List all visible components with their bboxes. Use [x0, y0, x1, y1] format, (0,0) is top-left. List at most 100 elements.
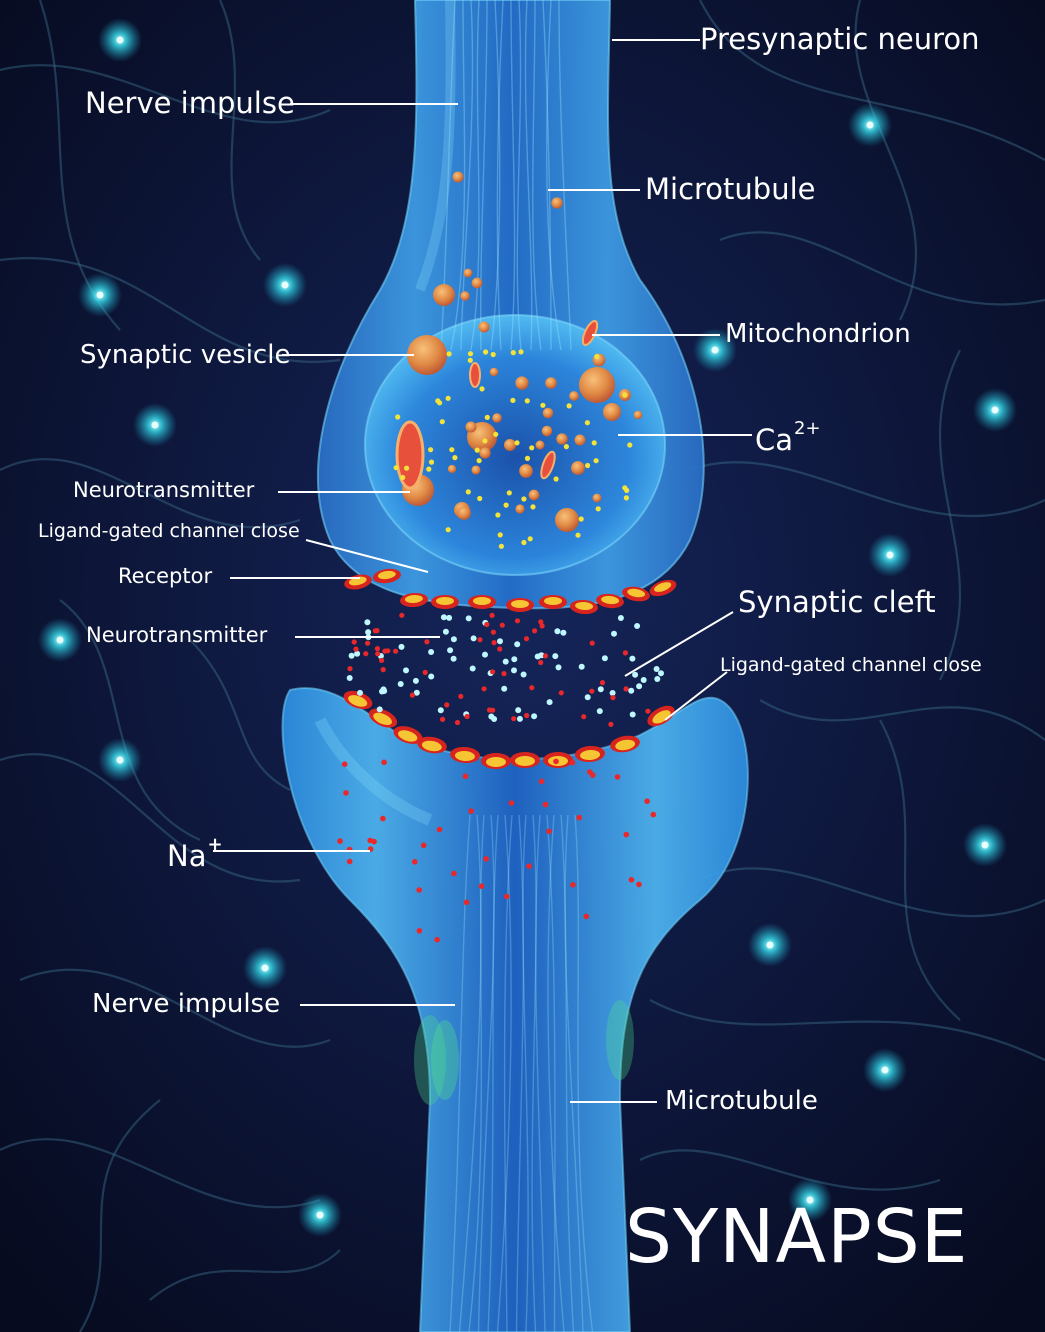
- calcium-ion: [485, 415, 490, 420]
- neurotransmitter-particle: [503, 659, 509, 665]
- ion-particle: [524, 713, 529, 718]
- neurotransmitter-particle: [443, 629, 449, 635]
- label-neurotransmitter-vesicle: Neurotransmitter: [73, 480, 254, 501]
- calcium-ion: [435, 398, 440, 403]
- synaptic-vesicle-small: [575, 435, 586, 446]
- synaptic-vesicle-small: [571, 461, 585, 475]
- calcium-ion: [579, 516, 584, 521]
- synaptic-vesicle-small: [457, 506, 471, 520]
- receptor: [506, 598, 534, 612]
- neurotransmitter-particle: [636, 683, 642, 689]
- ion-particle: [424, 639, 429, 644]
- ion-particle: [375, 651, 380, 656]
- neurotransmitter-particle: [364, 619, 370, 625]
- neurotransmitter-particle: [413, 678, 419, 684]
- label-na-ion: Na+: [167, 836, 223, 871]
- calcium-ion: [575, 533, 580, 538]
- ion-particle: [379, 658, 384, 663]
- sodium-ion: [416, 887, 422, 893]
- neurotransmitter-particle: [597, 708, 603, 714]
- receptor-core: [515, 756, 535, 766]
- calcium-ion: [622, 485, 627, 490]
- ion-particle: [381, 667, 386, 672]
- ion-particle: [444, 702, 449, 707]
- neurotransmitter-particle: [438, 707, 444, 713]
- ion-particle: [623, 650, 628, 655]
- neurotransmitter-particle: [428, 649, 434, 655]
- label-nerve-impulse-bottom: Nerve impulse: [92, 991, 280, 1017]
- sodium-ion: [584, 914, 590, 920]
- receptor-core: [544, 597, 562, 605]
- glow-node-core: [282, 282, 289, 289]
- neurotransmitter-particle: [349, 653, 355, 659]
- receptor: [431, 595, 459, 609]
- receptor-core: [473, 597, 491, 605]
- ion-particle: [423, 670, 428, 675]
- sodium-ion: [629, 877, 635, 883]
- sodium-ion: [539, 779, 545, 785]
- neurotransmitter-particle: [554, 628, 560, 634]
- ca-charge: 2+: [794, 418, 821, 439]
- calcium-ion: [477, 458, 482, 463]
- calcium-ion: [446, 527, 451, 532]
- neurotransmitter-particle: [634, 623, 640, 629]
- calcium-ion: [475, 448, 480, 453]
- ion-particle: [373, 628, 378, 633]
- receptor: [510, 752, 540, 768]
- sodium-ion: [644, 798, 650, 804]
- neurotransmitter-particle: [531, 713, 537, 719]
- synaptic-vesicle-small: [472, 278, 483, 289]
- ion-particle: [532, 628, 537, 633]
- neurotransmitter-particle: [654, 676, 660, 682]
- glow-node-core: [317, 1212, 324, 1219]
- synaptic-vesicle-small: [448, 465, 456, 473]
- neurotransmitter-particle: [377, 706, 383, 712]
- glow-node-core: [867, 122, 874, 129]
- sodium-ion: [504, 894, 510, 900]
- label-ligand-gated-left: Ligand-gated channel close: [38, 522, 300, 541]
- glow-node-core: [57, 637, 64, 644]
- synaptic-vesicle-small: [460, 291, 469, 300]
- calcium-ion: [528, 536, 533, 541]
- ion-particle: [484, 622, 489, 627]
- calcium-ion: [525, 456, 530, 461]
- ion-particle: [524, 636, 529, 641]
- synaptic-vesicle-small: [542, 426, 553, 437]
- calcium-ion: [624, 495, 629, 500]
- neurotransmitter-particle: [491, 716, 497, 722]
- neurotransmitter-particle: [471, 635, 477, 641]
- glow-node-core: [712, 347, 719, 354]
- sodium-ion: [553, 759, 559, 765]
- receptor-core: [486, 757, 506, 767]
- ion-particle: [490, 708, 495, 713]
- ion-particle: [440, 717, 445, 722]
- ion-particle: [352, 639, 357, 644]
- neurotransmitter-particle: [654, 666, 660, 672]
- ion-particle: [589, 689, 594, 694]
- sodium-ion: [543, 802, 549, 808]
- ion-particle: [600, 680, 605, 685]
- neurotransmitter-particle: [641, 677, 647, 683]
- synaptic-vesicle-small: [515, 376, 528, 389]
- receptor-core: [511, 600, 529, 608]
- sodium-ion: [463, 774, 469, 780]
- ion-particle: [347, 666, 352, 671]
- neurotransmitter-particle: [552, 653, 558, 659]
- ion-particle: [393, 649, 398, 654]
- calcium-ion: [540, 403, 545, 408]
- sodium-ion: [437, 827, 443, 833]
- sodium-ion: [343, 790, 349, 796]
- ion-particle: [538, 619, 543, 624]
- neurotransmitter-particle: [399, 644, 405, 650]
- neurotransmitter-particle: [347, 675, 353, 681]
- calcium-ion: [483, 349, 488, 354]
- ion-particle: [610, 695, 615, 700]
- label-synaptic-cleft: Synaptic cleft: [738, 588, 936, 617]
- label-receptor: Receptor: [118, 566, 212, 587]
- sodium-ion: [615, 774, 621, 780]
- glow-node-core: [882, 1067, 889, 1074]
- calcium-ion: [514, 440, 519, 445]
- synaptic-vesicle-small: [466, 422, 477, 433]
- calcium-ion: [395, 414, 400, 419]
- calcium-ion: [511, 350, 516, 355]
